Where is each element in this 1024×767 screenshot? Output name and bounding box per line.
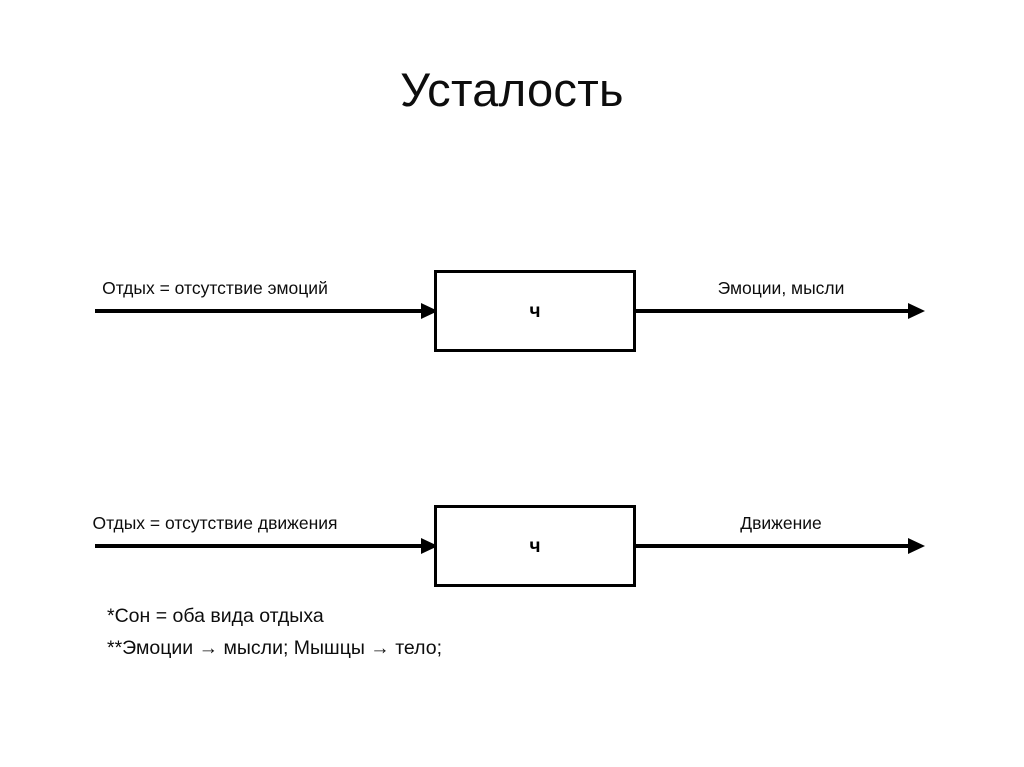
output-label-movement: Движение bbox=[740, 513, 822, 533]
footnote-sleep: *Сон = оба вида отдыха bbox=[107, 605, 324, 627]
arrow-head-icon bbox=[908, 538, 925, 554]
input-label-movement: Отдых = отсутствие движения bbox=[92, 513, 338, 533]
input-arrow-emotions bbox=[95, 300, 440, 322]
output-label-emotions: Эмоции, мысли bbox=[717, 278, 845, 298]
flow-row-emotions: Отдых = отсутствие эмоций ч Эмоции, мысл… bbox=[0, 262, 1024, 382]
process-node-label: ч bbox=[529, 300, 541, 322]
arrow-head-icon bbox=[908, 303, 925, 319]
output-arrow-emotions bbox=[634, 300, 928, 322]
arrow-shaft bbox=[634, 544, 914, 548]
footnote-list: *Сон = оба вида отдыха **Эмоции → мысли;… bbox=[107, 600, 807, 665]
input-label-emotions: Отдых = отсутствие эмоций bbox=[102, 278, 328, 298]
flow-row-movement: Отдых = отсутствие движения ч Движение bbox=[0, 497, 1024, 617]
arrow-shaft bbox=[95, 309, 427, 313]
output-arrow-movement bbox=[634, 535, 928, 557]
arrow-head-icon bbox=[421, 538, 438, 554]
arrow-shaft bbox=[95, 544, 427, 548]
arrow-head-icon bbox=[421, 303, 438, 319]
process-node-emotions: ч bbox=[434, 270, 636, 352]
process-node-label: ч bbox=[529, 535, 541, 557]
process-node-movement: ч bbox=[434, 505, 636, 587]
arrow-shaft bbox=[634, 309, 914, 313]
input-arrow-movement bbox=[95, 535, 440, 557]
footnote-mapping: **Эмоции → мысли; Мышцы → тело; bbox=[107, 637, 442, 660]
page-title: Усталость bbox=[400, 63, 624, 116]
